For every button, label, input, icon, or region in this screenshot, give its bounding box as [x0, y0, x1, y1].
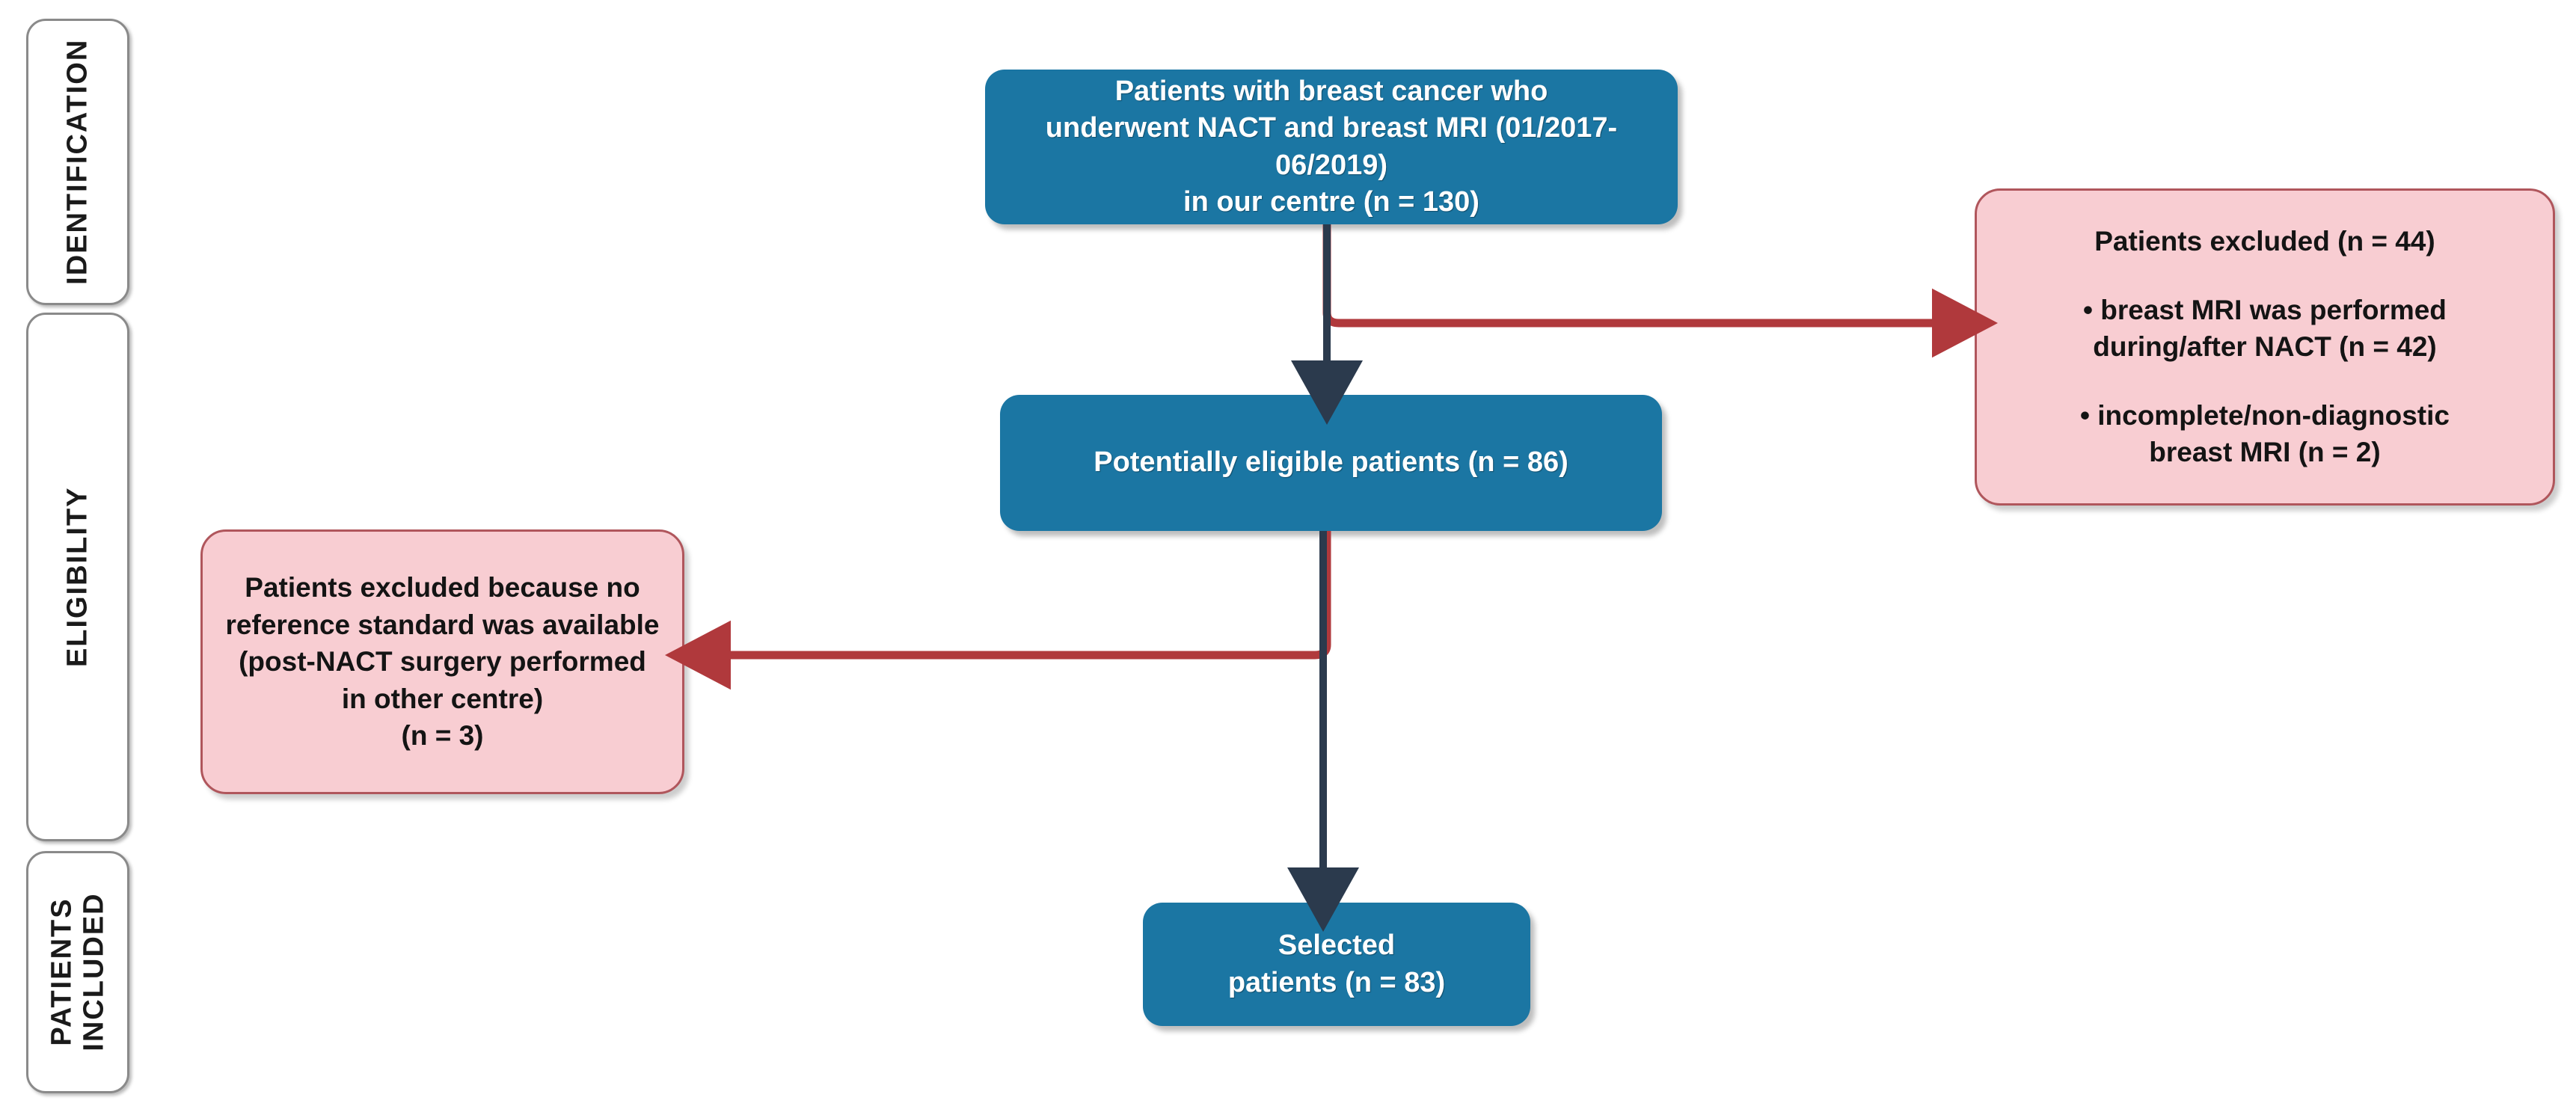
stage-patients-included-label: PATIENTS INCLUDED [46, 893, 109, 1051]
node-source-population-line3: in our centre (n = 130) [1183, 185, 1479, 218]
reason-1-line1: • breast MRI was performed [2083, 294, 2447, 325]
reason-1-line2: during/after NACT (n = 42) [2093, 331, 2437, 363]
node-potentially-eligible-line1: Potentially eligible patients (n = 86) [1094, 446, 1568, 479]
node-selected-patients-line1: Selected [1278, 930, 1396, 962]
connector-eligible-to-excluded-eligibility [665, 531, 1331, 690]
stage-identification-label: IDENTIFICATION [61, 38, 93, 286]
node-excluded-eligibility-text: Patients excluded because no reference s… [226, 569, 660, 755]
node-selected-patients: Selected patients (n = 83) [1143, 903, 1530, 1026]
node-excluded-eligibility-line2: reference standard was available [225, 609, 660, 640]
node-excluded-eligibility-line4: in other centre) [341, 683, 544, 714]
node-source-population-line2: underwent NACT and breast MRI (01/2017-0… [1045, 112, 1618, 181]
node-excluded-identification-reason-1: • breast MRI was performed during/after … [2080, 292, 2450, 366]
stage-eligibility: ELIGIBILITY [26, 313, 129, 841]
stage-identification: IDENTIFICATION [26, 19, 129, 305]
node-excluded-identification-text: Patients excluded (n = 44) • breast MRI … [2080, 223, 2450, 471]
node-source-population: Patients with breast cancer who underwen… [985, 70, 1678, 224]
node-excluded-eligibility: Patients excluded because no reference s… [200, 529, 684, 794]
connector-source-to-excluded-identification [1322, 224, 1998, 358]
node-excluded-eligibility-line3: (post-NACT surgery performed [239, 646, 646, 678]
spacer [2080, 260, 2450, 292]
node-excluded-eligibility-line5: (n = 3) [401, 720, 484, 752]
reason-2-line2: breast MRI (n = 2) [2149, 437, 2381, 468]
stage-eligibility-label: ELIGIBILITY [61, 486, 93, 668]
node-potentially-eligible-text: Potentially eligible patients (n = 86) [1094, 444, 1568, 481]
node-potentially-eligible: Potentially eligible patients (n = 86) [1000, 395, 1662, 531]
node-excluded-identification-reason-2: • incomplete/non-diagnostic breast MRI (… [2080, 397, 2450, 471]
stage-patients-included-label-line2: INCLUDED [78, 892, 110, 1052]
node-excluded-eligibility-line1: Patients excluded because no [245, 572, 640, 603]
stage-patients-included-label-line1: PATIENTS [46, 897, 78, 1047]
spacer [2080, 366, 2450, 397]
node-selected-patients-line2: patients (n = 83) [1227, 966, 1446, 998]
reason-2-line1: • incomplete/non-diagnostic [2080, 399, 2450, 431]
node-excluded-identification: Patients excluded (n = 44) • breast MRI … [1975, 188, 2555, 506]
node-source-population-line1: Patients with breast cancer who [1114, 75, 1548, 107]
node-source-population-text: Patients with breast cancer who underwen… [1002, 73, 1661, 221]
node-excluded-identification-heading: Patients excluded (n = 44) [2094, 226, 2435, 257]
node-selected-patients-text: Selected patients (n = 83) [1228, 927, 1445, 1001]
stage-patients-included: PATIENTS INCLUDED [26, 851, 129, 1093]
